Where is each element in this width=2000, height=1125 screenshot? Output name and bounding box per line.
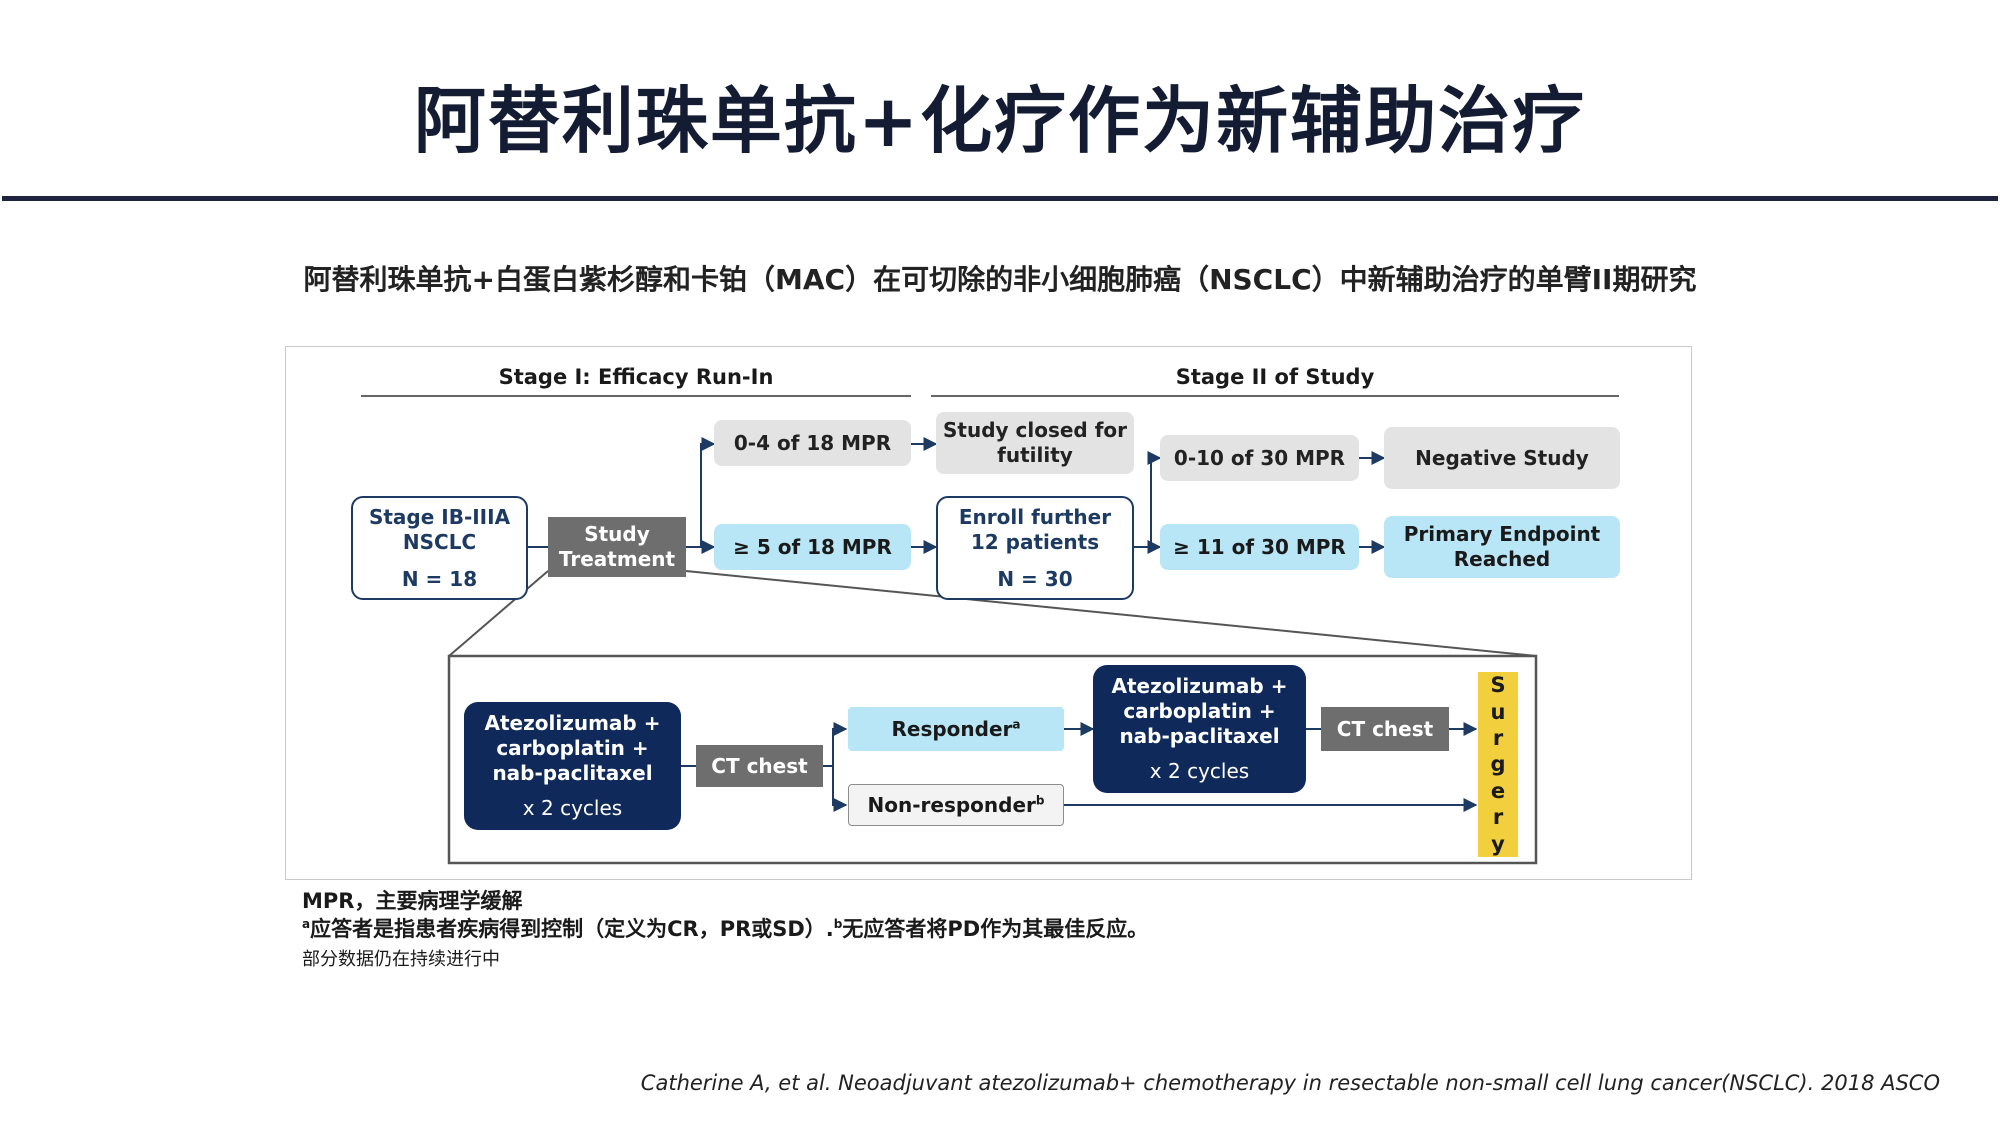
regimen-box: Atezolizumab + carboplatin + nab-paclita…: [464, 702, 681, 830]
ct-chest-box-1: CT chest: [696, 745, 823, 787]
population-line1: Stage IB-IIIA: [368, 504, 511, 529]
mpr-low-stage1-box: 0-4 of 18 MPR: [714, 420, 911, 466]
mpr-high-stage1-box: ≥ 5 of 18 MPR: [714, 524, 911, 570]
stage2-label: Stage II of Study: [1175, 365, 1375, 389]
enroll-line2: 12 patients: [970, 529, 1100, 554]
regimen2-line1: Atezolizumab +: [1111, 674, 1288, 698]
title-divider: [2, 196, 1998, 201]
population-box: Stage IB-IIIA NSCLC N = 18: [351, 496, 528, 600]
responder-box: Respondera: [848, 707, 1064, 751]
mpr-high-stage2-box: ≥ 11 of 30 MPR: [1160, 524, 1359, 570]
regimen-box-2: Atezolizumab + carboplatin + nab-paclita…: [1093, 665, 1306, 793]
primary-endpoint-line1: Primary Endpoint: [1403, 522, 1601, 546]
regimen2-line2: carboplatin +: [1123, 699, 1276, 723]
regimen-line2: carboplatin +: [496, 736, 649, 760]
enroll-line1: Enroll further: [958, 504, 1112, 529]
nonresponder-superscript: b: [1035, 792, 1045, 807]
diagram-connectors: [361, 395, 1619, 865]
primary-endpoint-line2: Reached: [1453, 547, 1551, 571]
stage1-label: Stage I: Efficacy Run-In: [498, 365, 774, 389]
citation: Catherine A, et al. Neoadjuvant atezoliz…: [640, 1071, 1940, 1095]
mpr-definition: MPR，主要病理学缓解: [302, 889, 523, 913]
study-design-diagram: Stage I: Efficacy Run-In Stage II of Stu…: [285, 346, 1692, 880]
enroll-box: Enroll further 12 patients N = 30: [936, 496, 1134, 600]
regimen2-line3: nab-paclitaxel: [1119, 724, 1280, 748]
population-line2: NSCLC: [402, 529, 477, 554]
enroll-n: N = 30: [997, 566, 1073, 591]
responder-label: Respondera: [891, 716, 1021, 741]
footnotes: MPR，主要病理学缓解 a应答者是指患者疾病得到控制（定义为CR，PR或SD）.…: [302, 887, 1148, 972]
regimen-cycles: x 2 cycles: [522, 796, 623, 820]
primary-endpoint-box: Primary Endpoint Reached: [1384, 516, 1620, 578]
regimen2-cycles: x 2 cycles: [1149, 759, 1250, 783]
population-n: N = 18: [401, 566, 478, 591]
nonresponder-label: Non-responderb: [867, 792, 1045, 817]
surgery-letter: S: [1490, 673, 1506, 698]
responder-footnote: a应答者是指患者疾病得到控制（定义为CR，PR或SD）.b无应答者将PD作为其最…: [302, 917, 1149, 942]
surgery-letter: u: [1490, 699, 1506, 724]
ct-chest-box-2: CT chest: [1321, 707, 1449, 751]
nonresponder-box: Non-responderb: [848, 784, 1064, 826]
responder-superscript: a: [1012, 716, 1021, 731]
study-treatment-box: Study Treatment: [548, 517, 686, 577]
study-treatment-line2: Treatment: [558, 547, 676, 571]
study-closed-box: Study closed for futility: [936, 412, 1134, 474]
negative-study-box: Negative Study: [1384, 427, 1620, 489]
page-title: 阿替利珠单抗+化疗作为新辅助治疗: [413, 79, 1587, 163]
surgery-letter: y: [1491, 831, 1505, 856]
surgery-letter: g: [1490, 752, 1506, 777]
study-treatment-line1: Study: [584, 522, 650, 546]
surgery-letter: r: [1492, 805, 1504, 830]
study-closed-line2: futility: [997, 443, 1073, 467]
ongoing-note: 部分数据仍在持续进行中: [302, 948, 500, 970]
mpr-low-stage2-box: 0-10 of 30 MPR: [1160, 435, 1359, 481]
surgery-bar: S u r g e r y: [1478, 672, 1518, 857]
regimen-line3: nab-paclitaxel: [492, 761, 653, 785]
surgery-letter: r: [1492, 726, 1504, 751]
regimen-line1: Atezolizumab +: [484, 711, 661, 735]
surgery-letter: e: [1490, 778, 1506, 803]
slide-subtitle: 阿替利珠单抗+白蛋白紫杉醇和卡铂（MAC）在可切除的非小细胞肺癌（NSCLC）中…: [303, 263, 1697, 296]
study-closed-line1: Study closed for: [942, 418, 1128, 442]
